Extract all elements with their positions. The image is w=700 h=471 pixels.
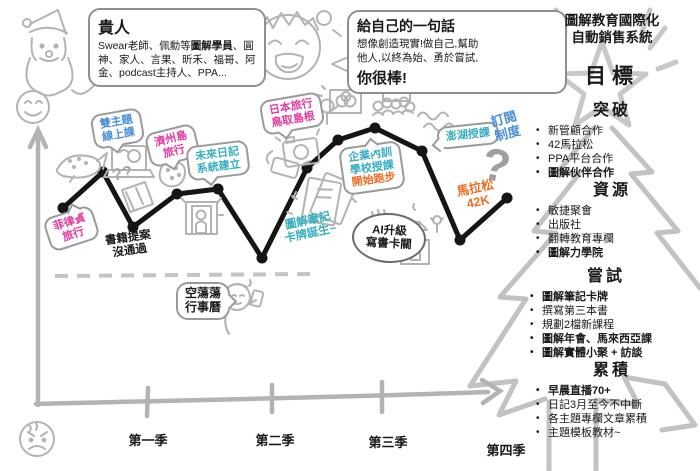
section-attempts: 嘗試 圖解筆記卡牌 撰寫第三本書 規劃2檔新課程 圖解年會、馬來西亞課 圖解實體… — [516, 262, 696, 360]
list-item: 撰寫第三本書 — [516, 304, 696, 318]
x-axis — [33, 389, 491, 407]
section-resources: 資源 敏捷聚會 出版社 翻轉教育專欄 圖解力學院 — [522, 176, 700, 260]
door-icon — [180, 197, 224, 235]
list-item: 圖解力學院 — [522, 246, 700, 260]
list-item: 圖解年會、馬來西亞課 — [516, 332, 696, 346]
list-item: 各主題專欄文章累積 — [522, 412, 700, 426]
list-item: 規劃2檔新課程 — [516, 318, 696, 332]
list-item: 早晨直播70+ — [522, 384, 700, 398]
boy-face-icon — [255, 10, 348, 80]
list-item: 圖解筆記卡牌 — [516, 290, 696, 304]
self-message-title: 給自己的一句話 — [357, 18, 455, 34]
camera-icon — [274, 128, 321, 168]
smiley-face-icon — [16, 90, 50, 124]
benefactors-body-bold: 圖解學員 — [190, 40, 233, 52]
whale-shark-icon — [55, 152, 108, 183]
note-line: 空蕩蕩 — [185, 286, 222, 300]
self-message-line1: 想像創造現實!做自己,幫助 — [357, 38, 479, 50]
section-accumulation-heading: 累積 — [592, 362, 631, 379]
system-title-line1: 圖解教育國際化 — [564, 13, 660, 28]
santa-icon — [22, 9, 96, 97]
tick-q1 — [144, 385, 151, 419]
list-item: 出版社 — [522, 218, 700, 232]
note-line: 寫書卡關 — [365, 236, 412, 252]
cards-sketch-icon — [286, 172, 358, 227]
self-message-line2: 他人,以終為始、勇於嘗試, — [357, 51, 479, 64]
x-axis-arrowhead — [479, 377, 505, 406]
list-item: 圖解實體小聚 + 訪談 — [516, 346, 696, 360]
list-item: 翻轉教育專欄 — [522, 232, 700, 246]
axis-label-q1: 第一季 — [128, 433, 168, 448]
book-icon — [121, 181, 154, 213]
y-axis-arrowhead — [27, 124, 49, 150]
benefactors-body-post: 、圓神、家人、言果、昕禾、福哥、阿金、podcast主持人、PPA... — [98, 40, 256, 80]
journey-line — [57, 122, 513, 264]
self-message-box: 給自己的一句話 想像創造現實!做自己,幫助 他人,以終為始、勇於嘗試, 你很棒! — [347, 10, 567, 95]
note-line: 行事曆 — [185, 299, 222, 314]
sad-face-icon — [19, 421, 55, 457]
goal-label: 目標 — [585, 65, 639, 88]
benefactors-body: Swear老師、佩勳等圖解學員、圓神、家人、言果、昕禾、福哥、阿金、podcas… — [98, 40, 256, 81]
section-accumulation: 累積 早晨直播70+ 日記3月至今不中斷 各主題專欄文章累積 主題模板教材~ — [522, 356, 700, 440]
phone-hand-icon — [265, 150, 311, 179]
benefactors-title: 貴人 — [98, 20, 131, 37]
list-item: 新管顧合作 — [522, 124, 700, 138]
system-title: 圖解教育國際化 自動銷售系統 — [524, 12, 700, 46]
note-empty-calendar: 空蕩蕩 行事曆 — [176, 282, 231, 320]
section-resources-heading: 資源 — [592, 182, 631, 199]
double-question-mark: ?? — [110, 162, 135, 185]
list-item: 敏捷聚會 — [522, 204, 700, 218]
callout-line: 澎湖授課 — [445, 126, 491, 144]
section-breakthrough: 突破 新管顧合作 42馬拉松 PPA平台合作 圖解伙伴合作 — [522, 96, 700, 180]
benefactors-box: 貴人 Swear老師、佩勳等圖解學員、圓神、家人、言果、昕禾、福哥、阿金、pod… — [88, 8, 266, 87]
list-item: PPA平台合作 — [522, 152, 700, 166]
axis-label-q4: 第四季 — [486, 443, 526, 458]
section-breakthrough-heading: 突破 — [592, 102, 631, 119]
laptop-icon — [103, 145, 155, 178]
dashed-baseline — [54, 272, 313, 278]
axes — [27, 124, 505, 419]
section-attempts-heading: 嘗試 — [586, 268, 625, 285]
journey-dots — [57, 122, 513, 264]
system-title-line2: 自動銷售系統 — [571, 30, 653, 45]
list-item: 日記3月至今不中斷 — [522, 398, 700, 412]
list-item: 主題模板教材~ — [522, 426, 700, 440]
callout-corporate-training: 企業內訓 學校授課 開始跑步 — [337, 139, 407, 197]
self-message-emphasis: 你很棒! — [357, 70, 407, 88]
list-item: 42馬拉松 — [522, 138, 700, 152]
list-item: 圖解伙伴合作 — [522, 166, 700, 180]
benefactors-body-pre: Swear老師、佩勳等 — [98, 40, 191, 52]
axis-label-q2: 第二季 — [255, 433, 295, 448]
axis-label-q3: 第三季 — [368, 435, 408, 450]
